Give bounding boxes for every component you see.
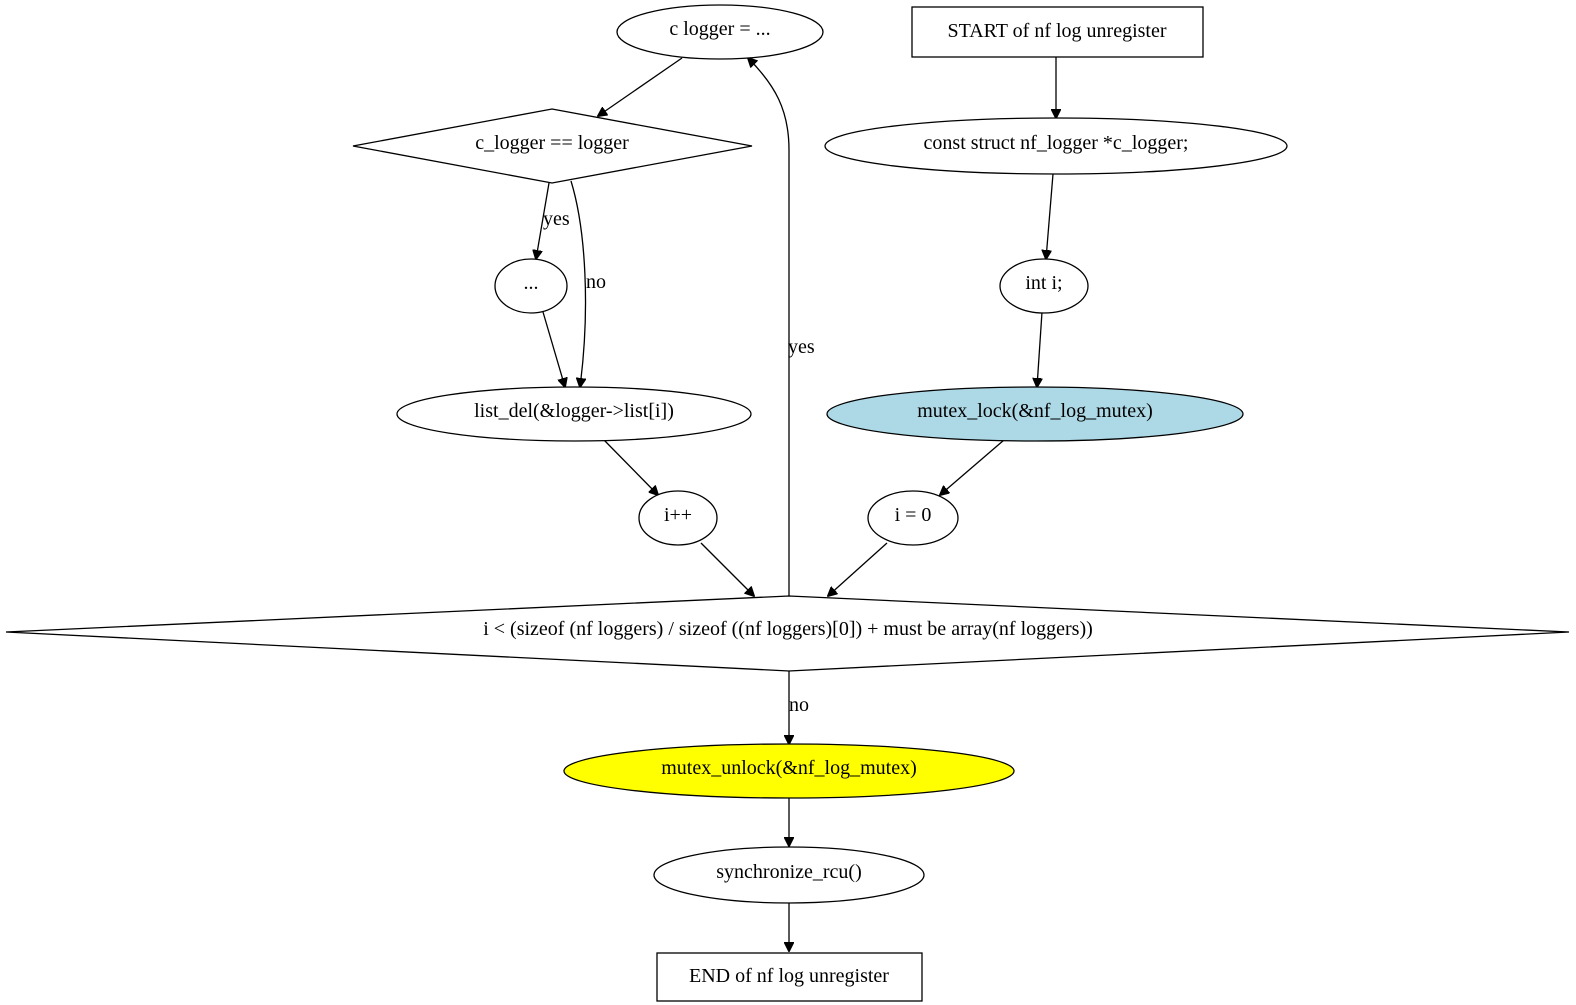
node-init-i-label: i = 0 [895,504,932,526]
edge-label-loop-yes: yes [788,336,815,358]
edge-label-loop-no: no [789,694,809,716]
edge-decl-to-int-i [1046,173,1054,259]
node-init-i[interactable]: i = 0 [867,490,959,546]
node-ellipsis-label: ... [524,272,539,294]
node-start-label: START of nf log unregister [947,20,1166,42]
node-list-del-label: list_del(&logger->list[i]) [474,400,674,422]
edge-ellipsis-to-list-del [542,311,565,387]
edge-mutex-lock-to-init-i [940,439,1005,495]
node-mutex-unlock-label: mutex_unlock(&nf_log_mutex) [661,757,917,779]
node-ellipsis[interactable]: ... [494,258,568,314]
node-start[interactable]: START of nf log unregister [911,6,1204,58]
edge-loop-yes-to-assign [748,58,790,596]
edge-assign-to-cmp [598,57,683,116]
node-synchronize-rcu-label: synchronize_rcu() [716,861,862,883]
edge-cmp-yes-to-ellipsis [536,182,550,259]
node-loop-condition[interactable]: i < (sizeof (nf loggers) / sizeof ((nf l… [5,595,1570,672]
edge-int-i-to-mutex-lock [1037,311,1043,387]
node-mutex-unlock[interactable]: mutex_unlock(&nf_log_mutex) [563,743,1015,799]
node-cmp-logger-label: c_logger == logger [475,132,629,154]
edge-incr-to-loop [700,542,754,596]
node-cmp-logger[interactable]: c_logger == logger [352,108,753,184]
edge-cmp-no-to-list-del [570,180,587,387]
edge-labels: yes no yes no [543,208,815,716]
node-mutex-lock-label: mutex_lock(&nf_log_mutex) [917,400,1153,422]
node-incr-i[interactable]: i++ [638,490,718,546]
node-synchronize-rcu[interactable]: synchronize_rcu() [653,846,925,904]
node-decl-c-logger[interactable]: const struct nf_logger *c_logger; [824,117,1288,175]
edge-init-i-to-loop [828,542,888,596]
node-mutex-lock[interactable]: mutex_lock(&nf_log_mutex) [826,386,1244,442]
node-assign-c-logger[interactable]: c logger = ... [616,4,824,60]
node-decl-i-label: int i; [1025,272,1062,294]
edge-label-cmp-yes: yes [543,208,570,230]
node-end-label: END of nf log unregister [689,965,889,987]
edges [536,57,1056,951]
node-list-del[interactable]: list_del(&logger->list[i]) [396,386,752,442]
edge-list-del-to-incr [603,439,658,495]
node-end[interactable]: END of nf log unregister [656,952,923,1002]
node-assign-c-logger-label: c logger = ... [669,18,770,40]
node-decl-i[interactable]: int i; [999,258,1089,314]
edge-label-cmp-no: no [586,271,606,293]
node-decl-c-logger-label: const struct nf_logger *c_logger; [924,132,1189,154]
node-incr-i-label: i++ [664,504,692,526]
node-loop-condition-label: i < (sizeof (nf loggers) / sizeof ((nf l… [483,618,1093,640]
